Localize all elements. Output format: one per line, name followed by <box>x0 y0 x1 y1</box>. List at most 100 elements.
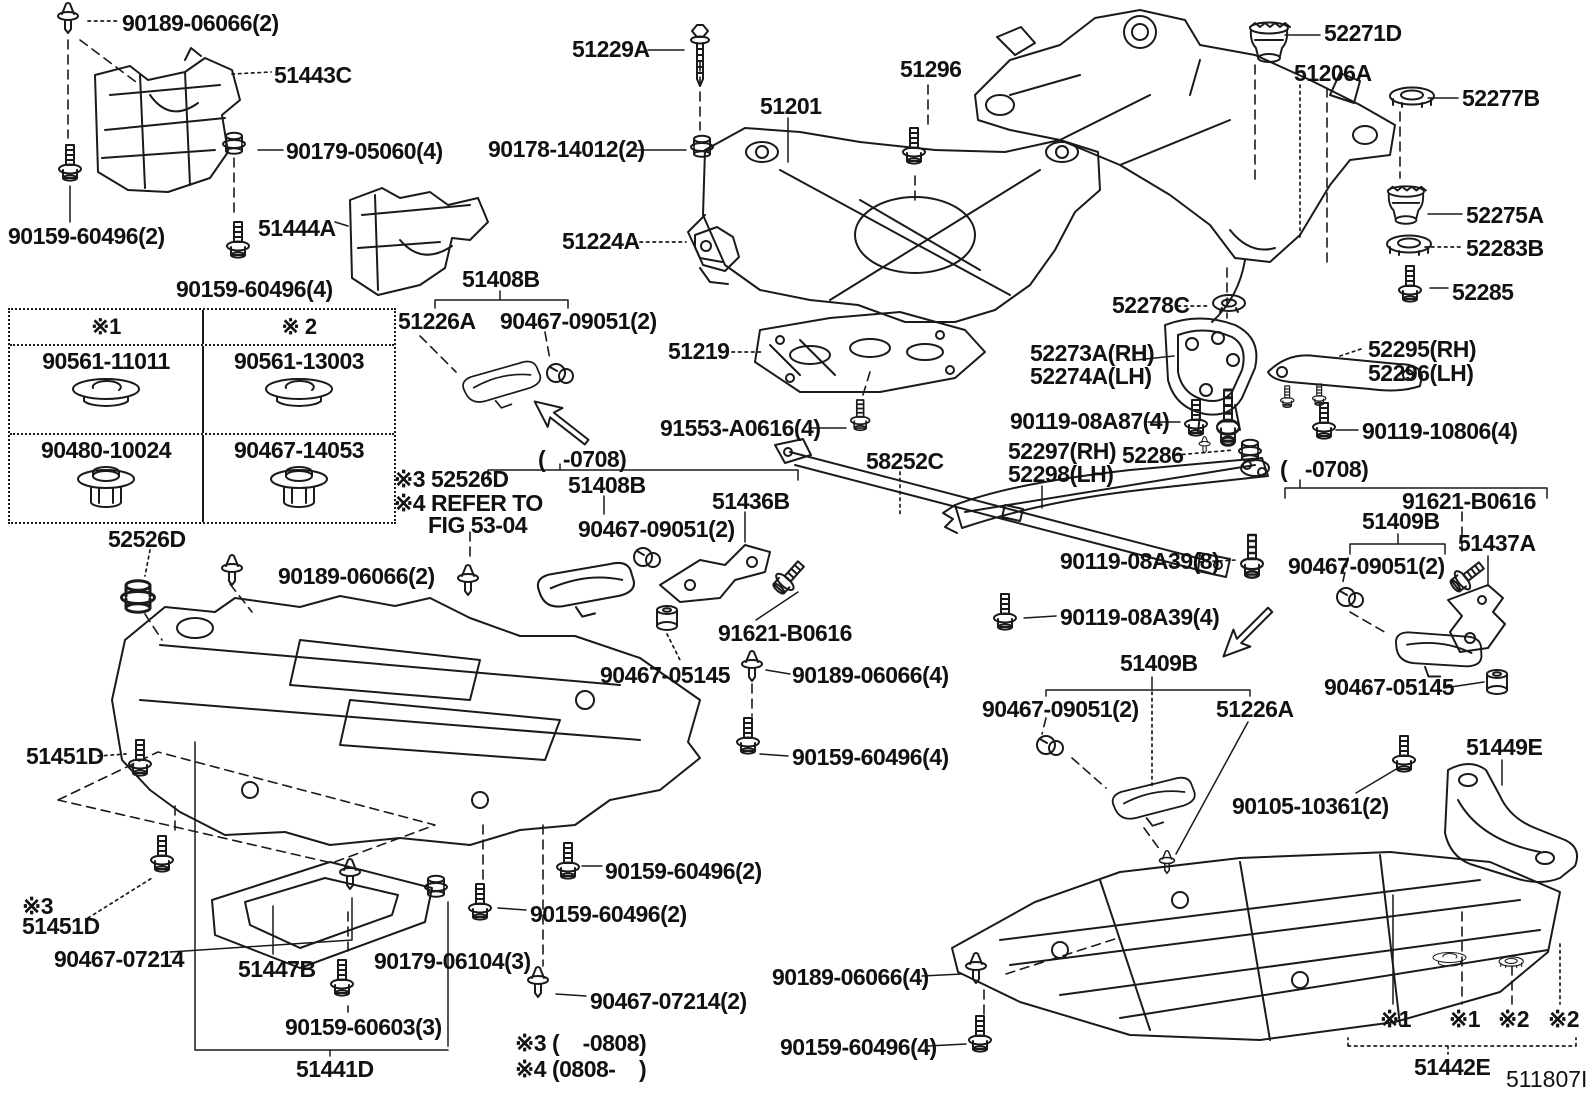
part-label: 90179-06104(3) <box>374 948 531 974</box>
bolt-90119-08A39-4 <box>993 593 1017 631</box>
part-label: 90159-60496(4) <box>780 1034 937 1060</box>
part-label: ※4 REFER TO <box>394 490 543 516</box>
bolt-90119-10806 <box>1312 402 1336 440</box>
part-label: 91553-A0616(4) <box>660 415 821 441</box>
part-label: ※1 <box>1380 1006 1412 1032</box>
part-label: ※2 <box>1498 1006 1530 1032</box>
stud-52295-b <box>1311 383 1327 406</box>
barrel-90467-05145-left <box>656 605 678 631</box>
part-label: 90159-60496(2) <box>605 858 762 884</box>
table-cell: 90561-11011 <box>10 346 202 433</box>
table-row: 90480-10024 90467-14053 <box>10 433 394 522</box>
part-label: 52275A <box>1466 202 1544 228</box>
part-label: 52526D <box>108 526 186 552</box>
part-label: 52296(LH) <box>1368 360 1474 386</box>
part-label: 90467-09051(2) <box>982 696 1139 722</box>
rear-under-cover-51442E <box>951 851 1561 1041</box>
part-label: 90159-60496(2) <box>530 901 687 927</box>
cover-51409B-center <box>1110 775 1198 830</box>
nut-52526D <box>120 579 156 614</box>
part-label: 51226A <box>1216 696 1294 722</box>
bolt-90159-60603 <box>330 959 354 997</box>
part-label: 90189-06066(2) <box>122 10 279 36</box>
part-number: 90480-10024 <box>40 437 172 463</box>
member-mounting-pad-52273A <box>1164 317 1258 433</box>
clip-52286 <box>1198 435 1211 454</box>
part-label: 52283B <box>1466 235 1544 261</box>
part-label: 52295(RH) <box>1368 336 1477 362</box>
part-label: 51436B <box>712 488 790 514</box>
clip-90189-06066-br <box>965 952 987 984</box>
nut-90179-05060 <box>222 131 246 155</box>
part-label: 51451D <box>26 743 104 769</box>
part-label: ※1 <box>1449 1006 1481 1032</box>
part-label: 90467-05145 <box>600 662 731 688</box>
grommet-tall-icon <box>270 466 328 508</box>
part-label: 52271D <box>1324 20 1402 46</box>
clip-small-center <box>1158 850 1176 874</box>
part-label: 51451D <box>22 913 100 939</box>
part-label: 51409B <box>1120 650 1198 676</box>
leader-lines <box>67 20 1577 1057</box>
part-label: 90189-06066(4) <box>772 964 929 990</box>
retainer-52277B <box>1389 86 1435 108</box>
part-label: 90467-09051(2) <box>1288 553 1445 579</box>
part-label: 90467-07214(2) <box>590 988 747 1014</box>
clip-note4 <box>457 564 479 596</box>
nut-52286 <box>1238 438 1262 462</box>
bolt-52285 <box>1398 265 1422 303</box>
part-label: 51296 <box>900 56 962 82</box>
table-header-row: ※1 ※ 2 <box>10 310 394 344</box>
part-number: 90467-14053 <box>233 437 365 463</box>
part-label: 51444A <box>258 215 336 241</box>
part-label: ※2 <box>1548 1006 1580 1032</box>
part-label: 52285 <box>1452 279 1514 305</box>
bolt-90105-10361 <box>1392 735 1416 773</box>
view-arrow-left <box>526 391 596 453</box>
part-label: FIG 53-04 <box>428 512 528 538</box>
bolt-90119-08A39-8 <box>1239 533 1265 579</box>
table-cell: 90467-14053 <box>202 435 394 522</box>
part-label: 52274A(LH) <box>1030 363 1152 389</box>
part-label: 90467-09051(2) <box>500 308 657 334</box>
part-label: 52298(LH) <box>1008 461 1114 487</box>
ballclip-90467-09051-center <box>1036 735 1064 756</box>
clip-90189-06066-tl <box>57 2 79 34</box>
bolt-90119-08A87 <box>1184 399 1208 437</box>
table-header-note2: ※ 2 <box>202 310 394 344</box>
part-label: 511807I <box>1506 1066 1588 1092</box>
table-header-note1: ※1 <box>91 314 121 339</box>
nut-90179-06104 <box>424 874 448 898</box>
bracket-51224A <box>694 226 740 285</box>
part-label: 91621-B0616 <box>718 620 852 646</box>
nut-90178-14012 <box>690 134 714 158</box>
part-label: 51449E <box>1466 734 1543 760</box>
bolt-91621-right <box>1445 555 1490 598</box>
bracket-51436B <box>659 544 771 603</box>
part-label: 51441D <box>296 1056 374 1082</box>
view-arrow-right <box>1214 600 1280 666</box>
part-label: ※3 52526D <box>394 466 509 492</box>
front-crossmember-51201 <box>687 127 1101 323</box>
part-label: 90159-60603(3) <box>285 1014 442 1040</box>
bolt-90159-60496-mid <box>736 717 760 755</box>
part-label: ※4 (0808- ) <box>515 1056 647 1082</box>
bolt-90159-60496-b1 <box>556 842 580 880</box>
part-label: 90119-10806(4) <box>1362 418 1518 444</box>
grommet-variant-2 <box>1498 956 1524 969</box>
clip-90467-07214-2 <box>527 966 549 998</box>
part-label: 51408B <box>462 266 540 292</box>
part-label: 90189-06066(4) <box>792 662 949 688</box>
bolt-90159-60496-br <box>968 1015 992 1053</box>
ballclip-90467-09051-top <box>546 363 574 384</box>
clip-90189-06066-mid <box>221 554 243 586</box>
part-label: 58252C <box>866 448 944 474</box>
part-label: 51206A <box>1294 60 1372 86</box>
stud-52295-a <box>1279 385 1295 408</box>
part-label: 52278C <box>1112 292 1190 318</box>
part-number: 90561-13003 <box>233 348 365 374</box>
part-label: 52277B <box>1462 85 1540 111</box>
part-label: 51226A <box>398 308 476 334</box>
